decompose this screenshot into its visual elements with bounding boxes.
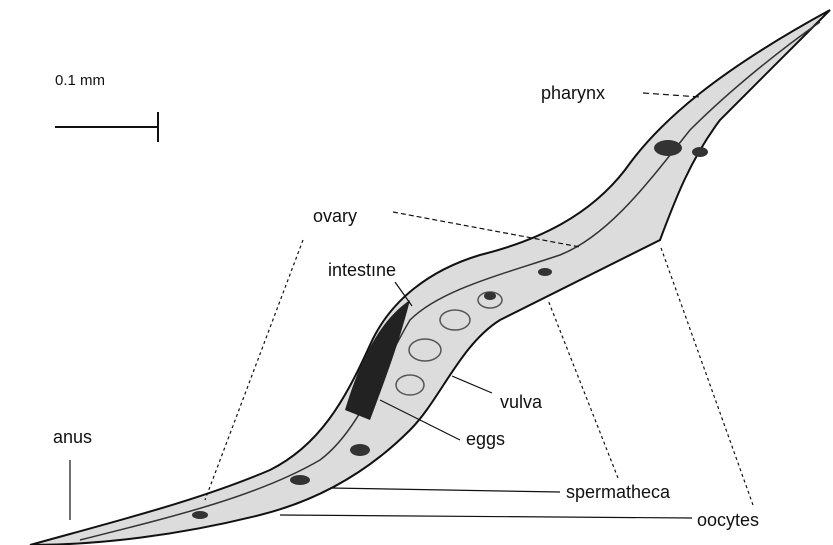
leader-spermatheca-2	[548, 300, 618, 478]
pharynx-bulb	[654, 140, 682, 156]
label-anus: anus	[53, 427, 92, 447]
scale-bar: 0.1 mm	[55, 72, 158, 142]
leader-spermatheca	[330, 488, 560, 492]
scale-bar-label: 0.1 mm	[55, 72, 105, 89]
leader-pharynx	[643, 93, 700, 97]
label-vulva: vulva	[500, 392, 543, 412]
dark-spot	[538, 268, 552, 276]
dark-spot	[484, 292, 496, 300]
dark-spot	[192, 511, 208, 519]
leader-vulva	[452, 376, 492, 393]
leader-oocytes	[280, 515, 692, 518]
worm-outline	[30, 10, 830, 545]
label-ovary: ovary	[313, 206, 357, 226]
pharynx-bulb-2	[692, 147, 708, 157]
label-intestine: intestıne	[328, 260, 396, 280]
worm-body	[30, 10, 830, 545]
dark-spot	[290, 475, 310, 485]
label-oocytes: oocytes	[697, 510, 759, 530]
dark-spot	[350, 444, 370, 456]
label-pharynx: pharynx	[541, 83, 605, 103]
label-eggs: eggs	[466, 429, 505, 449]
label-spermatheca: spermatheca	[566, 482, 671, 502]
leader-oocytes-2	[660, 245, 753, 505]
